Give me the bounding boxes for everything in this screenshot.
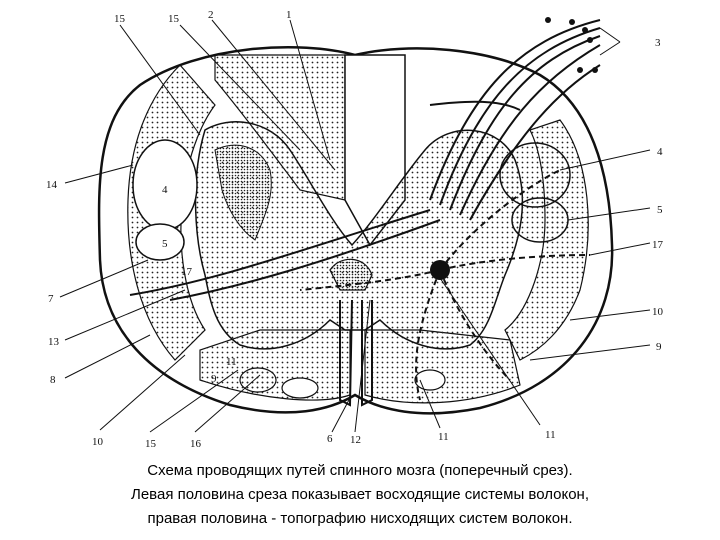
dorsal-root-endings (545, 17, 598, 73)
ascending-fibers (129, 100, 521, 301)
label-9-left: 9 (211, 373, 217, 385)
label-5-left: 5 (162, 238, 168, 250)
label-6: 6 (327, 433, 333, 445)
caption-line-3: правая половина - топографию нисходящих … (147, 510, 573, 527)
label-5-right: 5 (657, 204, 663, 216)
label-15a: 15 (114, 13, 126, 25)
label-7: 7 (48, 293, 54, 305)
label-15c: 15 (145, 438, 157, 450)
tract-4-right (499, 142, 571, 208)
label-12: 12 (350, 434, 361, 446)
label-16: 16 (190, 438, 202, 450)
motor-nucleus (430, 260, 450, 280)
descending-fibers (299, 169, 591, 401)
anterior-funiculus-bottom-right (364, 329, 521, 404)
substantia-gelatinosa (214, 144, 272, 241)
central-canal-area (329, 258, 373, 291)
label-2: 2 (208, 9, 214, 21)
bottom-right-oval (414, 369, 446, 391)
tract-5-right (511, 197, 569, 243)
caption-line-2: Левая половина среза показывает восходящ… (131, 486, 589, 503)
label-17-right: 17 (652, 239, 664, 251)
label-8: 8 (50, 374, 56, 386)
label-3: 3 (655, 37, 661, 49)
dorsal-root-fibers (429, 19, 601, 221)
label-13: 13 (48, 336, 60, 348)
caption-line-1: Схема проводящих путей спинного мозга (п… (147, 462, 573, 479)
label-11-bottom: 11 (438, 431, 449, 443)
label-10-left: 10 (92, 436, 104, 448)
label-17-left: 17 (181, 266, 193, 278)
spinal-cord-cross-section: 15 15 2 1 3 14 4 5 17 7 13 8 11 9 10 15 … (46, 9, 664, 450)
label-9-right: 9 (656, 341, 662, 353)
anterior-median-fissure (339, 299, 373, 407)
label-11-left: 11 (226, 356, 237, 368)
label-4-left: 4 (162, 184, 168, 196)
grey-matter (194, 121, 524, 350)
label-15b: 15 (168, 13, 180, 25)
tract-5-left (135, 223, 185, 261)
label-11-right: 11 (545, 429, 556, 441)
bottom-left-nucleus (239, 367, 277, 393)
label-14: 14 (46, 179, 58, 191)
label-4-right: 4 (657, 146, 663, 158)
bottom-left-oval (281, 377, 319, 399)
leader-lines (59, 19, 651, 433)
label-1: 1 (286, 9, 292, 21)
label-10-right: 10 (652, 306, 664, 318)
